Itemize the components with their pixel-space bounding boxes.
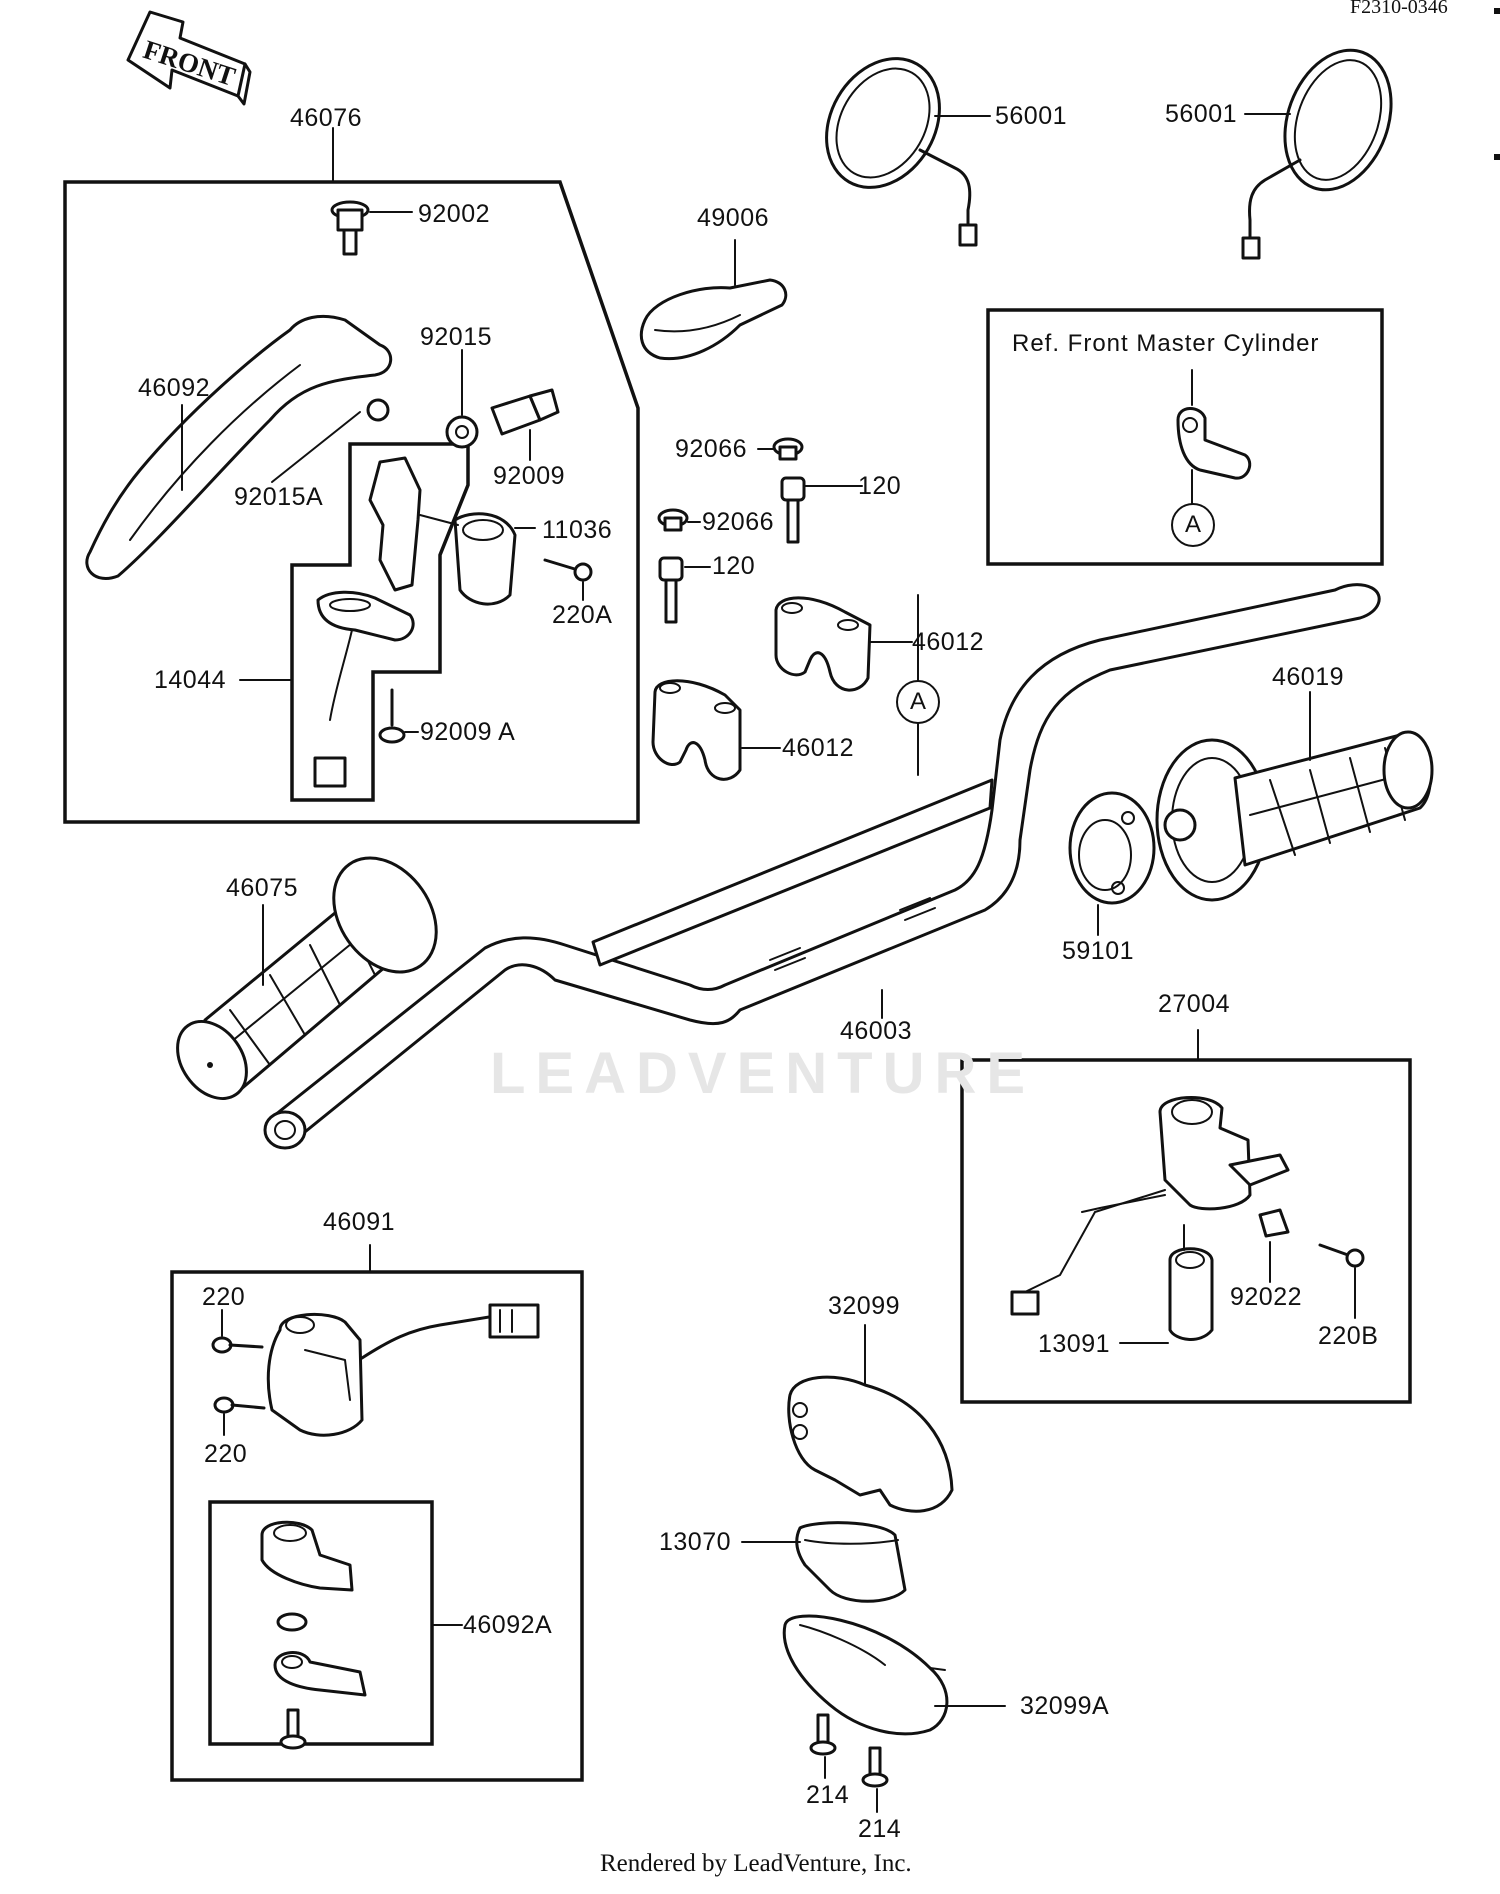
bolt-120-mid-icon: [658, 556, 684, 624]
reference-note: Ref. Front Master Cylinder: [1012, 330, 1320, 357]
cap-92066-top-icon: [772, 437, 804, 461]
label-59101: 59101: [1062, 937, 1135, 965]
right-switch-box: [960, 1058, 1412, 1404]
screw-220-bottom-icon: [213, 1396, 266, 1414]
label-214-right: 214: [858, 1815, 902, 1843]
choke-lever-icon: [260, 1520, 367, 1750]
label-46091: 46091: [323, 1208, 396, 1236]
label-46092a: 46092A: [463, 1611, 553, 1639]
ref-marker-handlebar: A: [896, 680, 940, 724]
switch-13070-icon: [795, 1521, 907, 1603]
label-14044: 14044: [154, 666, 227, 694]
ref-marker-box: A: [1171, 503, 1215, 547]
nut-92015-icon: [445, 415, 479, 449]
mirror-left-icon: [825, 57, 978, 247]
label-220b: 220B: [1318, 1322, 1379, 1350]
left-switch-housing-icon: [266, 1303, 540, 1437]
clamp-46012-lower-icon: [651, 679, 742, 781]
label-220-bottom: 220: [204, 1440, 248, 1468]
watermark: LEADVENTURE: [490, 1041, 1036, 1106]
screw-214-left-icon: [809, 1713, 837, 1756]
master-cylinder-clamp-icon: [1176, 407, 1252, 480]
label-92009a: 92009 A: [420, 718, 516, 746]
throttle-pulley-icon: [1068, 791, 1156, 905]
mirror-right-icon: [1241, 48, 1393, 260]
label-46019: 46019: [1272, 663, 1345, 691]
label-92066-top: 92066: [675, 435, 748, 463]
label-46003: 46003: [840, 1017, 913, 1045]
label-46075: 46075: [226, 874, 299, 902]
handlebar-icon: [263, 583, 1381, 1150]
label-214-left: 214: [806, 1781, 850, 1809]
label-120-mid: 120: [712, 552, 756, 580]
switch-housing-upper-icon: [787, 1375, 954, 1513]
lever-assembly-box: [63, 180, 640, 824]
label-46012-upper: 46012: [912, 628, 985, 656]
label-220-top: 220: [202, 1283, 246, 1311]
label-32099: 32099: [828, 1292, 901, 1320]
label-46092: 46092: [138, 374, 211, 402]
label-92002: 92002: [418, 200, 491, 228]
label-13070: 13070: [659, 1528, 732, 1556]
clamp-46012-upper-icon: [774, 596, 872, 692]
label-56001-right: 56001: [1165, 100, 1238, 128]
screw-92009A-icon: [378, 688, 406, 744]
left-switch-box: [170, 1270, 584, 1782]
left-grip-icon: [176, 856, 438, 1100]
label-92015a: 92015A: [234, 483, 324, 511]
choke-subassembly-box: [208, 1500, 434, 1746]
label-120-top: 120: [858, 472, 902, 500]
screw-220-top-icon: [211, 1336, 264, 1354]
label-56001-left: 56001: [995, 102, 1068, 130]
lever-bracket-icon: [368, 456, 517, 606]
bolt-120-top-icon: [780, 476, 806, 544]
front-arrow-icon: [126, 10, 252, 106]
right-switch-housing-icon: [1010, 1096, 1365, 1341]
label-11036: 11036: [542, 516, 613, 544]
footer-credit: Rendered by LeadVenture, Inc.: [600, 1850, 912, 1877]
screw-220A-icon: [543, 558, 593, 582]
screw-214-right-icon: [861, 1746, 889, 1788]
cap-92066-mid-icon: [657, 508, 689, 532]
label-32099a: 32099A: [1020, 1692, 1110, 1720]
label-92009: 92009: [493, 462, 566, 490]
grip-cover-icon: [639, 278, 788, 361]
label-46076: 46076: [290, 104, 363, 132]
diagram-code: F2310-0346: [1350, 0, 1448, 18]
label-220a: 220A: [552, 601, 613, 629]
switch-14044-icon: [313, 590, 415, 788]
label-27004: 27004: [1158, 990, 1231, 1018]
brake-lever-icon: [85, 314, 393, 580]
switch-housing-lower-icon: [782, 1614, 949, 1736]
label-13091: 13091: [1038, 1330, 1111, 1358]
switch-housing-box: [290, 442, 470, 802]
bolt-92002-icon: [330, 200, 370, 256]
throttle-grip-icon: [1155, 730, 1434, 902]
reference-box: [986, 308, 1384, 566]
label-92022: 92022: [1230, 1283, 1303, 1311]
adjuster-92009-icon: [490, 388, 560, 436]
label-92066-mid: 92066: [702, 508, 775, 536]
label-46012-lower: 46012: [782, 734, 855, 762]
label-92015: 92015: [420, 323, 493, 351]
label-49006: 49006: [697, 204, 770, 232]
